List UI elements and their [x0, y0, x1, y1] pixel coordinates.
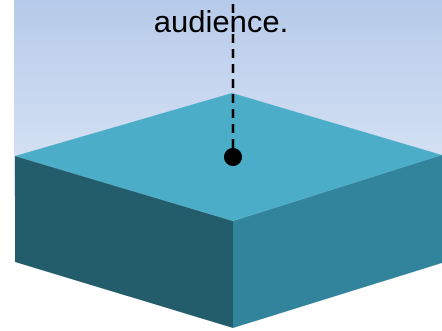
anchor-dot [224, 148, 242, 166]
box-right-face [233, 155, 442, 328]
box-left-face [15, 156, 233, 328]
